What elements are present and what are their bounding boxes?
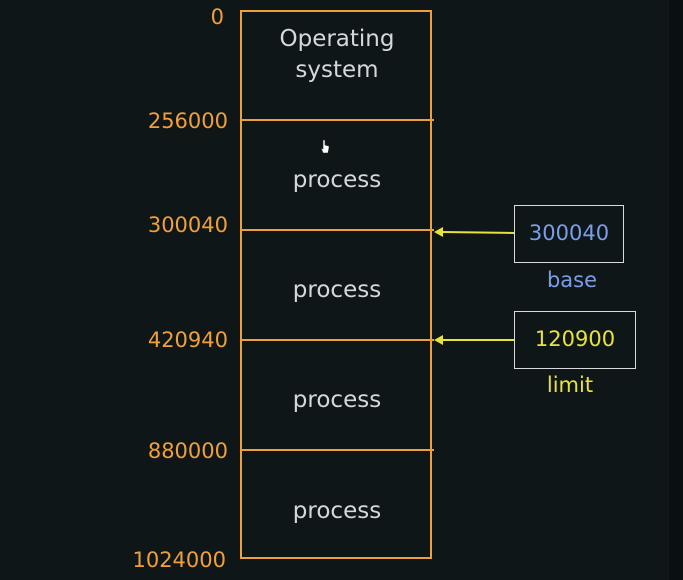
- segment-divider: [240, 339, 434, 341]
- address-label-256000: 256000: [147, 109, 228, 133]
- segment-divider: [240, 449, 434, 451]
- mouse-cursor-icon: [320, 139, 330, 154]
- segment-divider: [240, 119, 434, 121]
- address-label-880000: 880000: [147, 439, 228, 463]
- segment-label-process-3: process: [292, 387, 382, 413]
- address-label-300040: 300040: [147, 213, 228, 237]
- segment-divider: [240, 229, 434, 231]
- segment-label-process-1: process: [292, 167, 382, 193]
- address-label-0: 0: [210, 5, 224, 29]
- address-label-420940: 420940: [147, 328, 228, 352]
- base-register-caption: base: [546, 268, 598, 292]
- limit-arrow: [434, 335, 514, 345]
- segment-label-operating-system: Operating system: [279, 26, 395, 83]
- limit-register-caption: limit: [546, 373, 594, 397]
- segment-label-process-4: process: [292, 498, 382, 524]
- address-label-1024000: 1024000: [132, 548, 226, 572]
- memory-block: [240, 10, 432, 559]
- segment-label-process-2: process: [292, 277, 382, 303]
- base-arrow: [434, 227, 515, 237]
- limit-register-box: 120900: [514, 311, 636, 369]
- window-edge: [669, 0, 683, 580]
- base-register-box: 300040: [514, 205, 624, 263]
